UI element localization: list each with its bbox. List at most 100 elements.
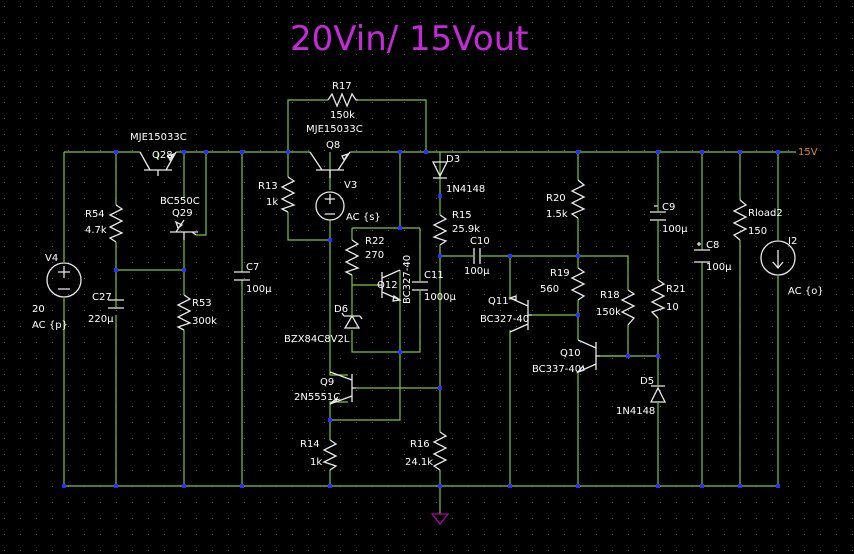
q11-part-label: BC327-40	[480, 314, 529, 325]
c7-value-label: 100µ	[246, 284, 272, 295]
v3-voltage-source-icon	[315, 191, 345, 221]
d3-value-label: 1N4148	[446, 184, 485, 195]
r15-resistor-icon	[432, 214, 448, 246]
rload2-value-label: 150	[748, 226, 767, 237]
v3-ref-label: V3	[344, 180, 357, 191]
q29-ref-label: Q29	[172, 208, 193, 219]
junction-nodes	[62, 150, 780, 488]
r22-resistor-icon	[344, 239, 360, 276]
q9-transistor-icon	[329, 371, 356, 405]
q11-transistor-icon	[507, 295, 532, 333]
r20-ref-label: R20	[546, 193, 566, 204]
v4-voltage-source-icon	[46, 262, 82, 298]
c10-ref-label: C10	[470, 236, 490, 247]
r17-resistor-icon	[327, 92, 358, 108]
q28-ref-label: Q28	[152, 150, 173, 161]
q8-ref-label: Q8	[326, 140, 340, 151]
r22-ref-label: R22	[365, 236, 385, 247]
q28-part-label: MJE15033C	[130, 132, 187, 143]
c7-ref-label: C7	[246, 262, 259, 273]
c10-value-label: 100µ	[464, 266, 490, 277]
r14-resistor-icon	[322, 439, 338, 471]
q29-transistor-icon	[170, 219, 198, 240]
r20-resistor-icon	[570, 179, 586, 219]
v4-value-label: 20	[32, 304, 45, 315]
c9-value-label: 100µ	[662, 224, 688, 235]
r19-ref-label: R19	[550, 268, 570, 279]
q12-part-label: BC327-40	[402, 255, 413, 304]
r15-ref-label: R15	[452, 210, 472, 221]
r22-value-label: 270	[365, 250, 384, 261]
c7-capacitor-icon	[234, 271, 250, 281]
r13-value-label: 1k	[266, 197, 278, 208]
c11-value-label: 1000µ	[424, 292, 456, 303]
net-label-15v: 15V	[798, 147, 818, 158]
r54-resistor-icon	[108, 204, 124, 243]
r16-ref-label: R16	[410, 439, 430, 450]
i2-ac-label: AC {o}	[788, 286, 824, 297]
r15-value-label: 25.9k	[452, 224, 480, 235]
q8-transistor-icon	[309, 151, 351, 178]
v4-ac-label: AC {p}	[32, 320, 68, 331]
i2-current-source-icon	[760, 240, 796, 276]
r54-ref-label: R54	[85, 209, 105, 220]
q10-transistor-icon	[576, 339, 600, 374]
r14-value-label: 1k	[310, 457, 322, 468]
c27-value-label: 220µ	[88, 314, 114, 325]
q12-transistor-icon	[378, 269, 402, 302]
c8-capacitor-icon	[694, 242, 710, 263]
q12-ref-label: Q12	[377, 280, 398, 291]
c11-ref-label: C11	[424, 270, 444, 281]
r21-resistor-icon	[650, 279, 666, 319]
rload2-ref-label: Rload2	[748, 208, 783, 219]
d5-ref-label: D5	[640, 376, 654, 387]
r14-ref-label: R14	[300, 439, 320, 450]
q28-transistor-icon	[139, 151, 177, 176]
r19-value-label: 560	[540, 284, 559, 295]
q10-ref-label: Q10	[560, 348, 581, 359]
r54-value-label: 4.7k	[85, 225, 107, 236]
component-symbols	[46, 92, 796, 525]
schematic-title: 20Vin/ 15Vout	[290, 19, 529, 59]
grid-dots	[4, 6, 853, 551]
v4-ref-label: V4	[45, 253, 58, 264]
d3-ref-label: D3	[446, 154, 460, 165]
d5-value-label: 1N4148	[616, 406, 655, 417]
component-labels: MJE15033C Q28 MJE15033C Q8 R17 150k BC55…	[32, 81, 824, 468]
q29-part-label: BC550C	[160, 196, 200, 207]
c9-ref-label: C9	[662, 202, 675, 213]
r53-ref-label: R53	[192, 298, 212, 309]
r13-resistor-icon	[280, 176, 296, 213]
d6-ref-label: D6	[334, 304, 348, 315]
r21-ref-label: R21	[666, 284, 686, 295]
r17-ref-label: R17	[332, 81, 352, 92]
r13-ref-label: R13	[258, 181, 278, 192]
q9-ref-label: Q9	[320, 377, 334, 388]
d6-zener-diode-icon	[341, 312, 363, 329]
q8-part-label: MJE15033C	[306, 124, 363, 135]
c8-ref-label: C8	[706, 240, 719, 251]
r21-value-label: 10	[666, 302, 679, 313]
r18-ref-label: R18	[600, 290, 620, 301]
i2-ref-label: I2	[788, 236, 797, 247]
c27-ref-label: C27	[92, 292, 112, 303]
ground-icon	[430, 513, 450, 525]
r20-value-label: 1.5k	[546, 209, 568, 220]
r17-value-label: 150k	[330, 110, 355, 121]
r16-resistor-icon	[432, 431, 448, 471]
r18-resistor-icon	[620, 289, 636, 326]
r18-value-label: 150k	[596, 307, 621, 318]
r53-resistor-icon	[176, 294, 192, 331]
r16-value-label: 24.1k	[405, 457, 433, 468]
q9-part-label: 2N5551C	[294, 392, 340, 403]
q10-part-label: BC337-40	[532, 364, 581, 375]
q11-ref-label: Q11	[488, 296, 509, 307]
d3-diode-icon	[431, 161, 449, 179]
c8-value-label: 100µ	[706, 262, 732, 273]
r53-value-label: 300k	[192, 316, 217, 327]
d6-value-label: BZX84C8V2L	[284, 334, 350, 345]
r19-resistor-icon	[570, 267, 586, 301]
rload2-resistor-icon	[732, 199, 748, 241]
v3-ac-label: AC {s}	[346, 212, 381, 223]
